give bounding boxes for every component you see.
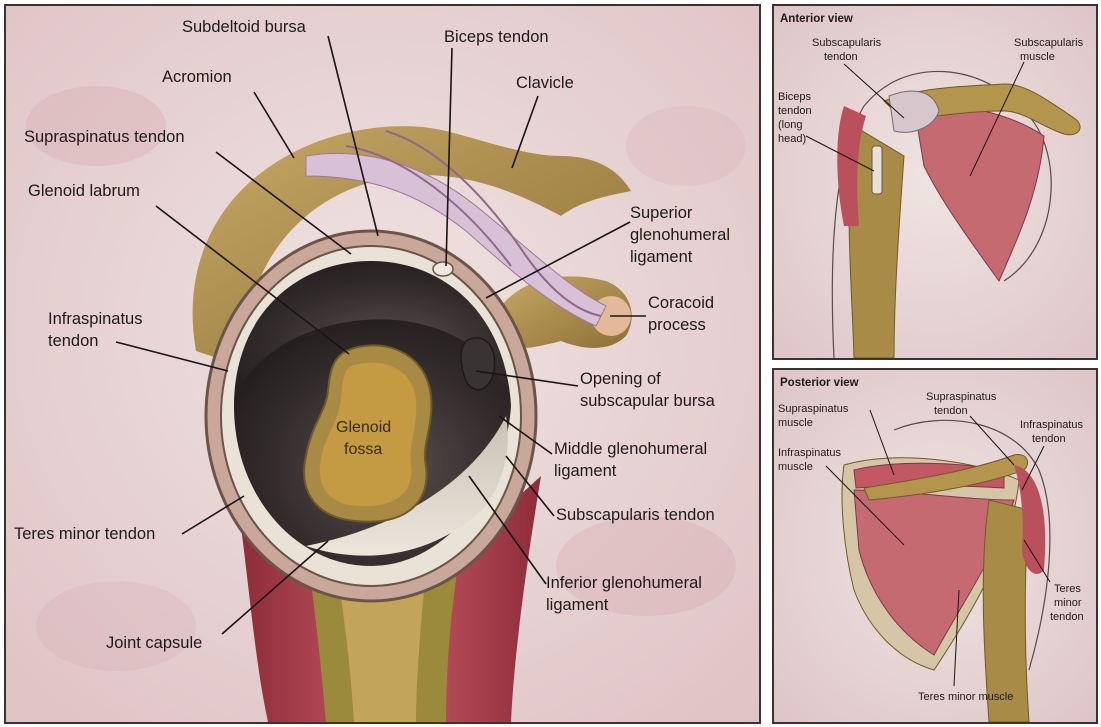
anterior-illustration: Anterior view Subscapularis tendon Subsc… [774, 6, 1096, 358]
posterior-title: Posterior view [780, 377, 859, 389]
posterior-teres-tendon-2: minor [1054, 597, 1082, 609]
posterior-supra-tendon-1: Supraspinatus [926, 391, 997, 403]
posterior-illustration: Posterior view Supraspinatus muscle Supr… [774, 370, 1096, 722]
biceps-tendon-shape [433, 262, 453, 276]
main-illustration: Subdeltoid bursa Biceps tendon Acromion … [6, 6, 759, 722]
label-glenoid-fossa-1: Glenoid [336, 419, 391, 436]
posterior-teres-tendon-1: Teres [1054, 583, 1081, 595]
label-superior-gh-2: glenohumeral [630, 226, 730, 244]
label-superior-gh-3: ligament [630, 248, 693, 266]
label-superior-gh-1: Superior [630, 204, 693, 222]
label-acromion: Acromion [162, 68, 232, 86]
posterior-supra-muscle-1: Supraspinatus [778, 403, 849, 415]
label-supraspinatus-tendon: Supraspinatus tendon [24, 128, 185, 146]
label-subdeltoid-bursa: Subdeltoid bursa [182, 18, 307, 36]
label-joint-capsule: Joint capsule [106, 634, 202, 652]
label-glenoid-labrum: Glenoid labrum [28, 182, 140, 200]
label-opening-2: subscapular bursa [580, 392, 716, 410]
anterior-biceps-4: head) [778, 133, 806, 145]
posterior-infra-tendon-2: tendon [1032, 433, 1066, 445]
main-illustration-panel: Subdeltoid bursa Biceps tendon Acromion … [4, 4, 761, 724]
posterior-infra-tendon-1: Infraspinatus [1020, 419, 1083, 431]
label-inferior-gh-1: Inferior glenohumeral [546, 574, 702, 592]
label-coracoid-1: Coracoid [648, 294, 714, 312]
label-clavicle: Clavicle [516, 74, 574, 92]
biceps-tendon-shape [872, 146, 882, 194]
label-coracoid-2: process [648, 316, 706, 334]
label-glenoid-fossa-2: fossa [344, 441, 382, 458]
humerus-shape [983, 500, 1029, 722]
posterior-supra-tendon-2: tendon [934, 405, 968, 417]
label-inferior-gh-2: ligament [546, 596, 609, 614]
anterior-subscap-muscle-1: Subscapularis [1014, 37, 1084, 49]
posterior-teres-muscle: Teres minor muscle [918, 691, 1013, 703]
label-biceps-tendon: Biceps tendon [444, 28, 549, 46]
label-infraspinatus-1: Infraspinatus [48, 310, 142, 328]
anterior-biceps-1: Biceps [778, 91, 812, 103]
label-middle-gh-2: ligament [554, 462, 617, 480]
label-opening-1: Opening of [580, 370, 661, 388]
anterior-biceps-3: (long [778, 119, 802, 131]
label-infraspinatus-2: tendon [48, 332, 98, 350]
anterior-title: Anterior view [780, 13, 853, 25]
label-teres-minor-tendon: Teres minor tendon [14, 525, 155, 543]
anterior-biceps-2: tendon [778, 105, 812, 117]
subscapular-bursa-opening [461, 338, 495, 390]
anterior-view-panel: Anterior view Subscapularis tendon Subsc… [772, 4, 1098, 360]
label-middle-gh-1: Middle glenohumeral [554, 440, 707, 458]
anterior-subscap-tendon-2: tendon [824, 51, 858, 63]
posterior-view-panel: Posterior view Supraspinatus muscle Supr… [772, 368, 1098, 724]
anterior-subscap-tendon-1: Subscapularis [812, 37, 882, 49]
posterior-infra-muscle-1: Infraspinatus [778, 447, 841, 459]
posterior-teres-tendon-3: tendon [1050, 611, 1084, 623]
posterior-supra-muscle-2: muscle [778, 417, 813, 429]
label-subscapularis-tendon: Subscapularis tendon [556, 506, 715, 524]
anterior-subscap-muscle-2: muscle [1020, 51, 1055, 63]
posterior-infra-muscle-2: muscle [778, 461, 813, 473]
